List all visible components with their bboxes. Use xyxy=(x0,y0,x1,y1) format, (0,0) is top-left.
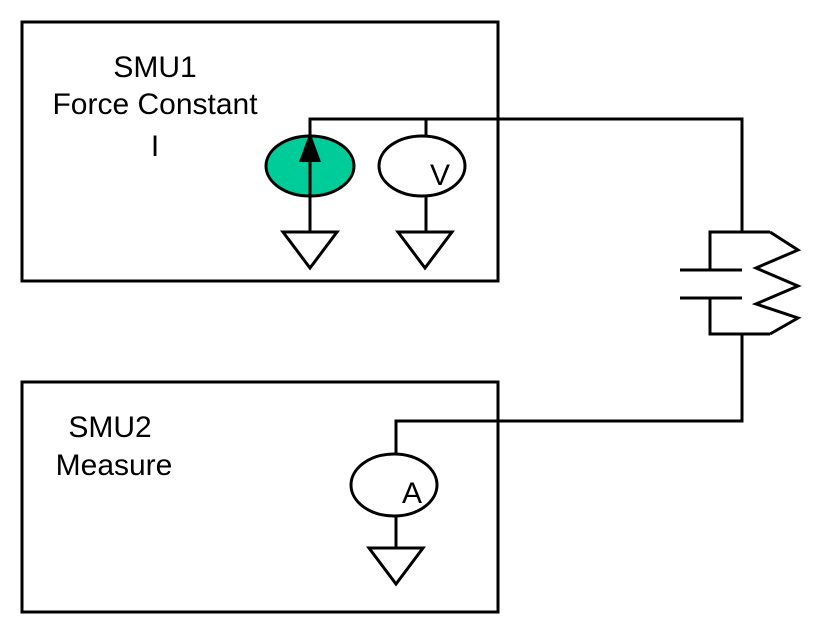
capacitor-icon xyxy=(680,268,742,300)
ammeter-icon xyxy=(349,452,439,518)
ammeter-label: A xyxy=(402,477,422,510)
voltmeter-icon xyxy=(377,134,467,198)
voltmeter-label: V xyxy=(430,159,450,192)
smu2-title: SMU2 xyxy=(68,411,151,444)
bottom-wire xyxy=(394,334,744,462)
smu1-title: SMU1 xyxy=(113,51,196,84)
smu1-mode-line2: I xyxy=(151,130,159,163)
ground-icon xyxy=(280,230,340,271)
ground-icon xyxy=(395,230,455,271)
smu1-box xyxy=(20,20,500,283)
smu2-mode: Measure xyxy=(56,449,173,482)
smu1-mode-line1: Force Constant xyxy=(52,88,258,121)
current-source-icon xyxy=(264,132,356,198)
smu2-box xyxy=(20,380,500,614)
dut-network xyxy=(680,230,802,336)
resistor-icon xyxy=(751,230,802,336)
ground-icon xyxy=(366,546,426,587)
top-wire xyxy=(308,117,744,232)
